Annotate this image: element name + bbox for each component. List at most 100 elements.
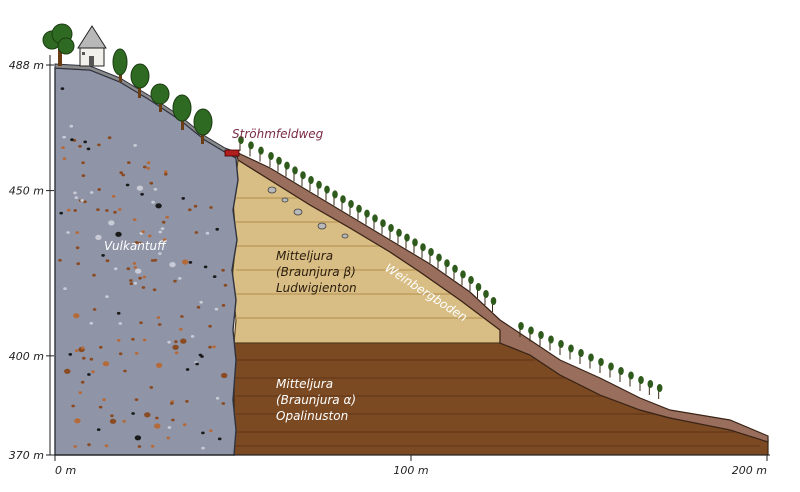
tuff-speckle <box>170 402 174 405</box>
tuff-speckle <box>68 353 73 356</box>
vine-plant <box>276 156 282 172</box>
tuff-speckle <box>158 252 162 256</box>
tuff-speckle <box>109 418 117 424</box>
tuff-speckle <box>134 398 139 401</box>
tuff-speckle <box>64 368 71 374</box>
tuff-speckle <box>101 254 105 257</box>
tuff-speckle <box>97 188 101 191</box>
tuff-speckle <box>205 231 210 235</box>
tuff-speckle <box>141 230 145 234</box>
tuff-speckle <box>91 370 95 374</box>
vine-plant <box>538 331 544 346</box>
ludwigienton-bands <box>236 197 488 319</box>
tuff-speckle <box>71 404 75 408</box>
tuff-speckle <box>141 286 146 289</box>
tuff-speckle <box>107 136 112 140</box>
tuff-speckle <box>161 220 166 224</box>
tuff-speckle <box>80 380 85 384</box>
tuff-speckle <box>134 241 139 244</box>
tuff-speckle <box>185 400 189 403</box>
tuff-speckle <box>89 191 94 194</box>
vine-plant <box>588 353 594 369</box>
tuff-speckle <box>98 405 103 409</box>
vine-plant <box>316 180 322 196</box>
weinbergboden-layer <box>235 150 769 443</box>
tuff-speckle <box>152 288 157 292</box>
vine-plant <box>332 190 338 206</box>
opalinuston-label-line1: Mitteljura <box>276 377 333 391</box>
tuff-speckle <box>125 183 130 187</box>
tuff-speckle <box>73 445 77 448</box>
x-tick-label: 200 m <box>732 464 767 477</box>
tuff-speckle <box>185 368 190 371</box>
vulkantuff-label: Vulkantuff <box>104 239 167 253</box>
tuff-speckle <box>60 87 65 90</box>
vine-plant <box>412 238 418 254</box>
tuff-speckle <box>75 231 80 235</box>
tuff-speckle <box>221 402 226 405</box>
tuff-speckle <box>151 200 155 204</box>
tuff-speckle <box>75 246 80 250</box>
tuff-speckle <box>212 345 216 349</box>
hilltop-trees <box>42 23 213 144</box>
tuff-speckle <box>214 307 219 311</box>
tuff-speckles <box>58 87 228 450</box>
tuff-speckle <box>138 241 142 245</box>
tuff-speckle <box>96 428 101 431</box>
tree <box>150 83 170 112</box>
tuff-speckle <box>172 344 179 350</box>
tuff-speckle <box>178 277 182 280</box>
strohmfeldweg-road <box>224 149 240 157</box>
tuff-speckle <box>83 200 87 204</box>
tuff-speckle <box>223 283 228 287</box>
tuff-speckle <box>129 279 133 282</box>
vine-plant <box>444 259 450 275</box>
tuff-speckle <box>96 208 100 212</box>
tuff-speckle <box>132 262 137 265</box>
tuff-speckle <box>89 357 94 361</box>
tree <box>42 23 75 66</box>
tuff-speckle <box>105 209 109 212</box>
tuff-speckle <box>195 362 199 366</box>
tuff-speckle <box>105 259 110 263</box>
vine-plant <box>528 326 534 342</box>
tuff-speckle <box>61 146 65 150</box>
x-tick-label: 100 m <box>393 464 428 477</box>
tuff-speckle <box>180 338 187 344</box>
tuff-speckle <box>137 445 142 448</box>
vine-plant <box>420 243 426 259</box>
tuff-speckle <box>81 161 85 165</box>
tuff-speckle <box>201 431 205 435</box>
tuff-speckle <box>148 234 152 238</box>
tuff-speckle <box>208 324 212 328</box>
vine-plant <box>372 214 378 230</box>
tuff-speckle <box>116 311 121 315</box>
vine-plant <box>428 248 434 263</box>
tuff-speckle <box>74 349 79 353</box>
tuff-speckle <box>74 418 81 424</box>
tuff-speckle <box>116 339 121 342</box>
tuff-speckle <box>66 208 71 212</box>
tuff-speckle <box>87 443 91 447</box>
vine-plant <box>388 224 394 239</box>
tuff-speckle <box>127 161 131 165</box>
tuff-speckle <box>209 429 213 433</box>
tuff-speckle <box>78 144 82 148</box>
tuff-speckle <box>208 345 212 349</box>
tuff-speckle <box>62 157 67 161</box>
tuff-speckle <box>135 268 142 274</box>
tuff-speckle <box>221 372 228 379</box>
tuff-speckle <box>82 356 86 360</box>
tuff-speckle <box>131 412 135 415</box>
tuff-speckle <box>122 419 126 423</box>
vine-plant <box>483 290 489 305</box>
ludwigienton-label-line2: (Braunjura β) <box>276 265 356 279</box>
tuff-speckle <box>110 414 114 418</box>
tree <box>112 48 128 82</box>
tuff-speckle <box>70 138 74 142</box>
tuff-speckle <box>164 172 168 176</box>
vine-plant <box>396 228 402 244</box>
tuff-speckle <box>217 437 222 441</box>
